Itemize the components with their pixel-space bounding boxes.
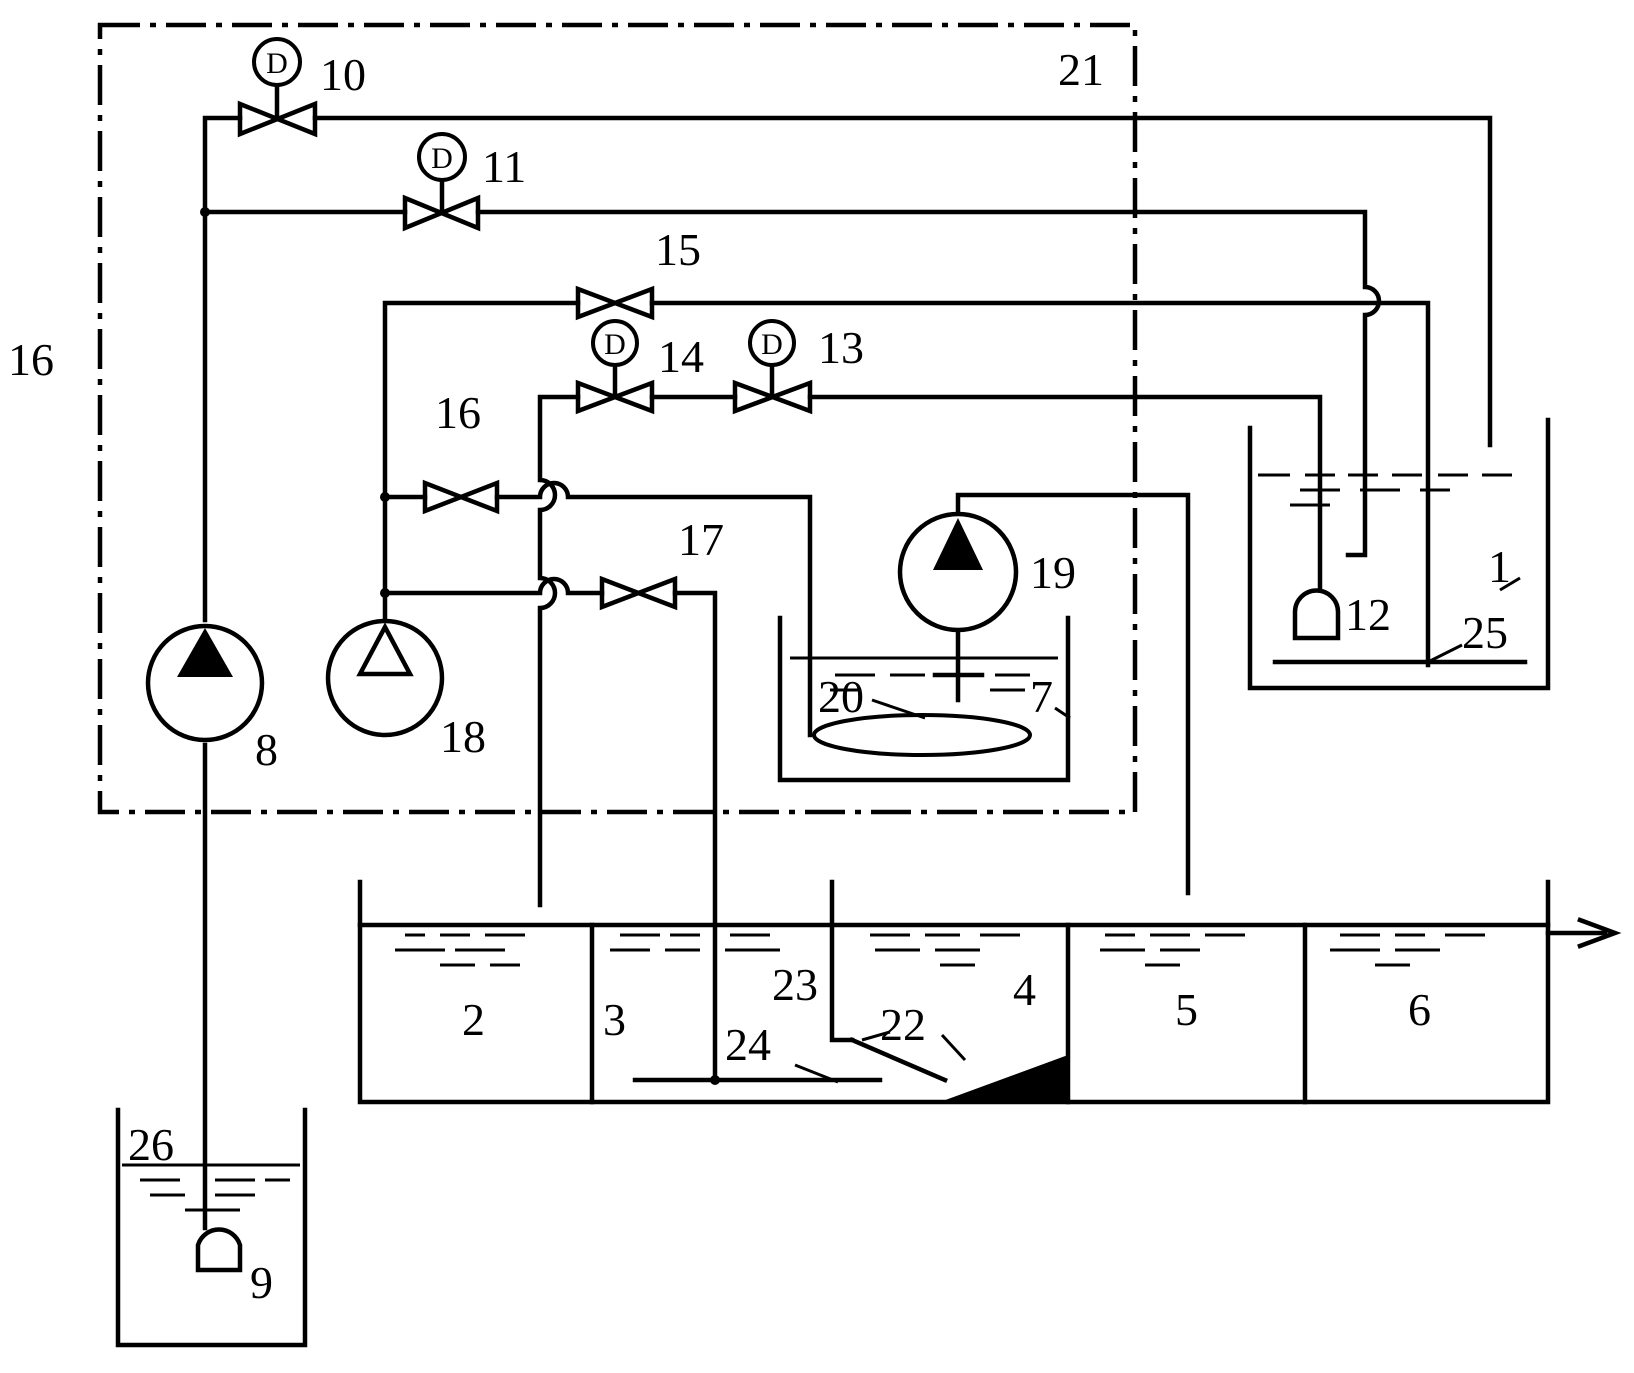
actuator-icon xyxy=(417,132,467,182)
actuator-mark: D xyxy=(761,328,783,361)
label-4: 4 xyxy=(1013,964,1036,1015)
pump-triangle-icon xyxy=(356,622,414,677)
pipe-valve13-pump12 xyxy=(807,394,1323,593)
submersible-pump-12[interactable] xyxy=(1292,588,1341,641)
label-15: 15 xyxy=(655,224,701,275)
label-17: 17 xyxy=(678,514,724,565)
tank-1 xyxy=(1247,417,1551,691)
label-16-boundary: 16 xyxy=(8,334,54,385)
control-boundary xyxy=(97,22,1138,815)
label-11: 11 xyxy=(482,141,526,192)
label-13: 13 xyxy=(818,322,864,373)
actuator-icon xyxy=(252,37,302,87)
valve-10[interactable]: D xyxy=(237,37,318,138)
label-26: 26 xyxy=(128,1119,174,1170)
pipe-pump19-tank5 xyxy=(955,492,1191,896)
plate-22 xyxy=(849,1037,948,1083)
valve-14[interactable]: D xyxy=(575,319,655,415)
pipe-pump8-riser xyxy=(202,115,243,623)
actuator-icon xyxy=(591,319,639,367)
pump-triangle-icon xyxy=(177,628,233,677)
pipe-valve16-tank7 xyxy=(494,480,813,738)
pump-triangle-icon xyxy=(933,518,983,570)
label-12: 12 xyxy=(1345,589,1391,640)
pipework xyxy=(202,115,1493,1231)
label-7: 7 xyxy=(1030,671,1053,722)
label-6: 6 xyxy=(1408,984,1431,1035)
pump-19[interactable] xyxy=(897,511,1019,633)
actuator-mark: D xyxy=(266,47,288,80)
label-18: 18 xyxy=(440,711,486,762)
label-14: 14 xyxy=(658,331,704,382)
label-10: 10 xyxy=(320,49,366,100)
label-23: 23 xyxy=(772,959,818,1010)
membrane-20 xyxy=(812,713,1032,757)
valve-11[interactable]: D xyxy=(402,132,481,232)
component-labels: 1 2 3 4 5 6 7 8 9 10 11 12 13 14 15 16 1… xyxy=(8,44,1511,1308)
submersible-pump-9[interactable] xyxy=(195,1227,243,1273)
pipe-valve14-tank2 xyxy=(537,394,581,908)
pipe-valve15-diffuser25 xyxy=(649,300,1431,668)
label-25: 25 xyxy=(1462,607,1508,658)
pipe-junctions xyxy=(200,207,390,598)
label-21: 21 xyxy=(1058,44,1104,95)
tank-26 xyxy=(115,1107,308,1348)
actuator-icon xyxy=(748,319,796,367)
actuator-mark: D xyxy=(431,142,453,175)
pipe-pump18-riser xyxy=(382,300,581,621)
label-19: 19 xyxy=(1030,547,1076,598)
tank-7 xyxy=(777,615,1071,783)
label-24: 24 xyxy=(725,1019,771,1070)
pipe-to-valve17 xyxy=(382,576,605,596)
label-9: 9 xyxy=(250,1257,273,1308)
pipe-valve17-aerator24 xyxy=(672,590,718,1083)
valve-15[interactable] xyxy=(575,285,655,321)
label-8: 8 xyxy=(255,724,278,775)
valve-13[interactable]: D xyxy=(732,319,813,415)
pipe-23 xyxy=(829,879,855,1043)
label-2: 2 xyxy=(462,994,485,1045)
label-16-valve: 16 xyxy=(435,387,481,438)
label-5: 5 xyxy=(1175,984,1198,1035)
pump-18[interactable] xyxy=(325,618,445,738)
label-22: 22 xyxy=(880,999,926,1050)
pump-8[interactable] xyxy=(145,623,265,743)
label-3: 3 xyxy=(603,994,626,1045)
valve-17[interactable] xyxy=(599,575,678,611)
label-20: 20 xyxy=(818,671,864,722)
treatment-train xyxy=(357,879,1622,1105)
actuator-mark: D xyxy=(604,328,626,361)
valve-16[interactable] xyxy=(422,479,500,515)
pipe-valve10-tank1 xyxy=(312,115,1493,448)
label-1: 1 xyxy=(1488,541,1511,592)
